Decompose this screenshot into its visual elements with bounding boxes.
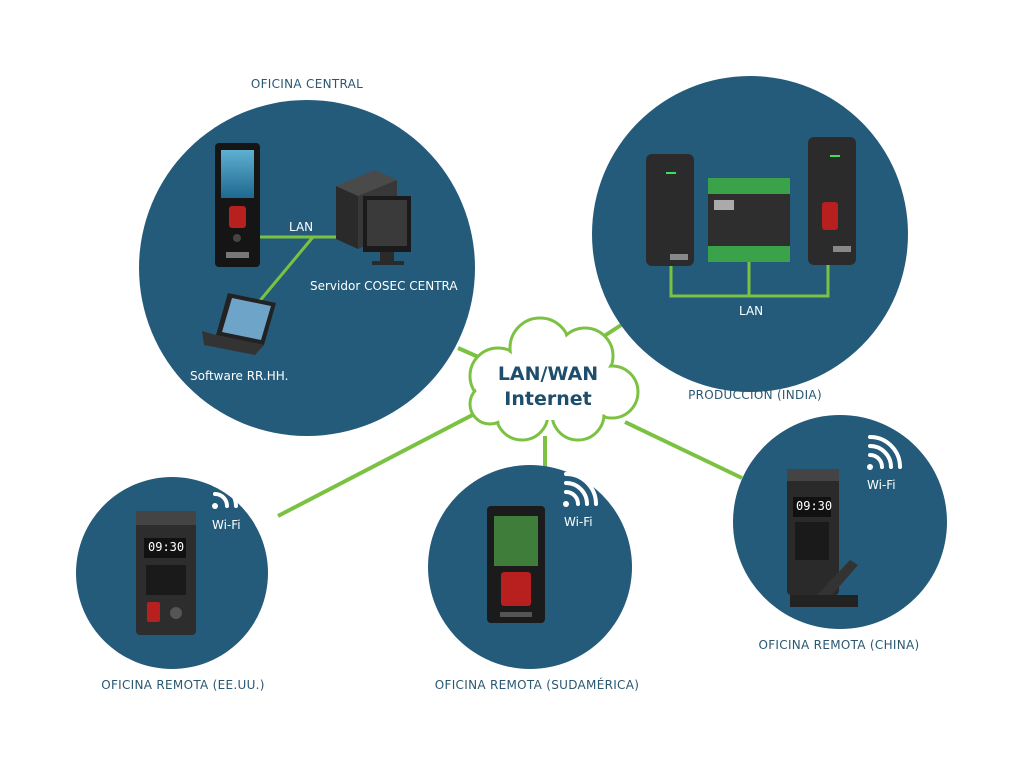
link-china-cloud	[624, 420, 743, 480]
door-controller-icon	[708, 178, 790, 262]
china-terminal-icon	[787, 469, 858, 607]
cloud-fill	[472, 320, 636, 438]
server-label: Servidor COSEC CENTRA	[310, 279, 458, 293]
usa-device-time: 09:30	[148, 540, 185, 554]
server-icon	[336, 170, 411, 265]
wifi-icon	[212, 474, 247, 509]
china-office-circle	[733, 415, 947, 629]
southamerica-terminal-icon	[487, 506, 545, 623]
cloud-label-line1: LAN/WAN	[497, 363, 599, 385]
card-reader-icon	[646, 154, 694, 266]
usa-terminal-icon	[136, 511, 196, 635]
wifi-icon	[867, 435, 902, 470]
wifi-icon	[563, 472, 598, 507]
usa-office-title: OFICINA REMOTA (EE.UU.)	[101, 678, 265, 692]
usa-wifi-label: Wi-Fi	[212, 518, 241, 532]
production-lan-wiring	[669, 262, 830, 298]
southamerica-office-title: OFICINA REMOTA (SUDAMÉRICA)	[434, 678, 640, 692]
biometric-reader-icon	[808, 137, 856, 265]
china-office-title: OFICINA REMOTA (CHINA)	[758, 638, 920, 652]
cloud-label-line2: Internet	[504, 388, 592, 410]
link-usa-cloud	[277, 408, 483, 518]
china-device-time: 09:30	[796, 499, 833, 513]
china-wifi-label: Wi-Fi	[867, 478, 896, 492]
biometric-terminal-icon	[215, 143, 260, 267]
laptop-icon	[202, 293, 276, 355]
central-office-title: OFICINA CENTRAL	[250, 77, 364, 91]
production-title: PRODUCCIÓN (INDIA)	[688, 388, 822, 402]
central-lan-wiring	[256, 235, 350, 304]
central-office-circle	[139, 100, 475, 436]
production-lan-label: LAN	[739, 304, 764, 318]
southamerica-wifi-label: Wi-Fi	[564, 515, 593, 529]
central-lan-label: LAN	[289, 220, 314, 234]
hr-software-label: Software RR.HH.	[190, 369, 289, 383]
